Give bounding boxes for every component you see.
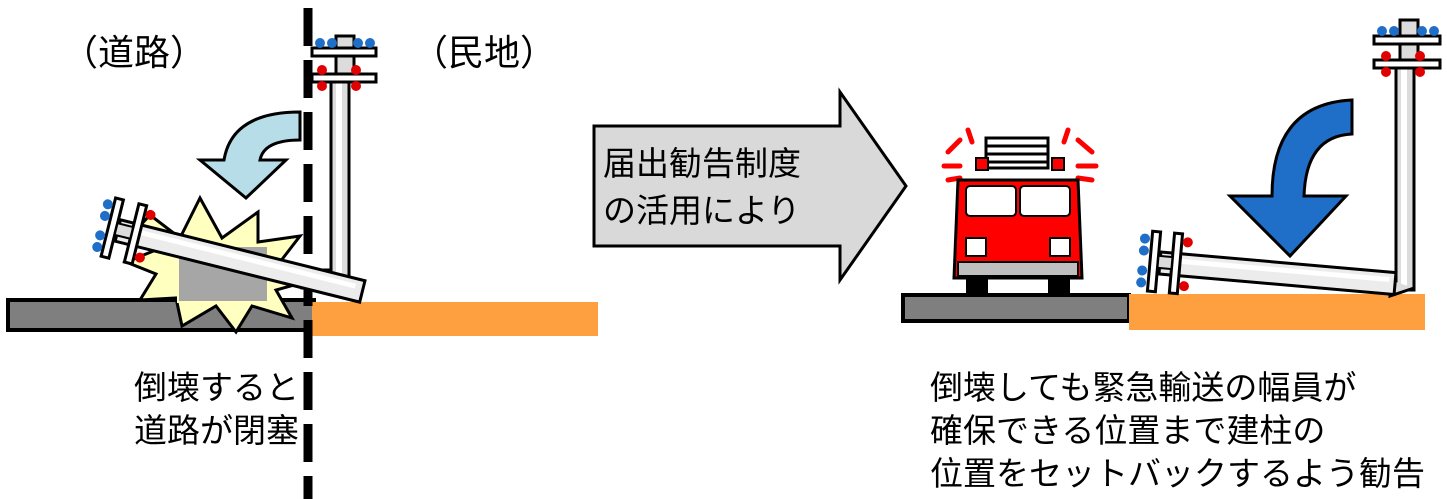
- curved-arrow-icon: [195, 110, 302, 201]
- process-arrow-line1: 届出勧告制度: [603, 144, 801, 183]
- private-land-label: （民地）: [412, 33, 557, 74]
- fire-truck-icon: [941, 127, 1099, 294]
- right-caption-line2: 確保できる位置まで建柱の: [930, 411, 1326, 450]
- process-arrow: [592, 87, 908, 285]
- left-caption: 倒壊すると 道路が閉塞: [134, 366, 299, 452]
- process-arrow-label: 届出勧告制度 の活用により: [603, 140, 801, 234]
- road-surface-right: [901, 293, 1131, 323]
- curved-arrow-icon: [1226, 98, 1354, 259]
- left-caption-line2: 道路が閉塞: [134, 411, 299, 450]
- private-land-right: [1129, 294, 1425, 330]
- left-caption-line1: 倒壊すると: [134, 368, 299, 407]
- fallen-pole-icon: [1136, 229, 1398, 297]
- fallen-pole-icon: [92, 196, 367, 304]
- right-caption-line1: 倒壊しても緊急輸送の幅員が: [930, 368, 1357, 407]
- utility-pole-icon: [300, 34, 378, 292]
- right-caption: 倒壊しても緊急輸送の幅員が 確保できる位置まで建柱の 位置をセットバックするよう…: [930, 366, 1425, 495]
- utility-pole-icon: [1372, 18, 1442, 299]
- private-land-left: [312, 302, 598, 336]
- right-caption-line3: 位置をセットバックするよう勧告: [930, 454, 1425, 493]
- process-arrow-line2: の活用により: [603, 191, 801, 230]
- road-label: （道路）: [62, 33, 207, 74]
